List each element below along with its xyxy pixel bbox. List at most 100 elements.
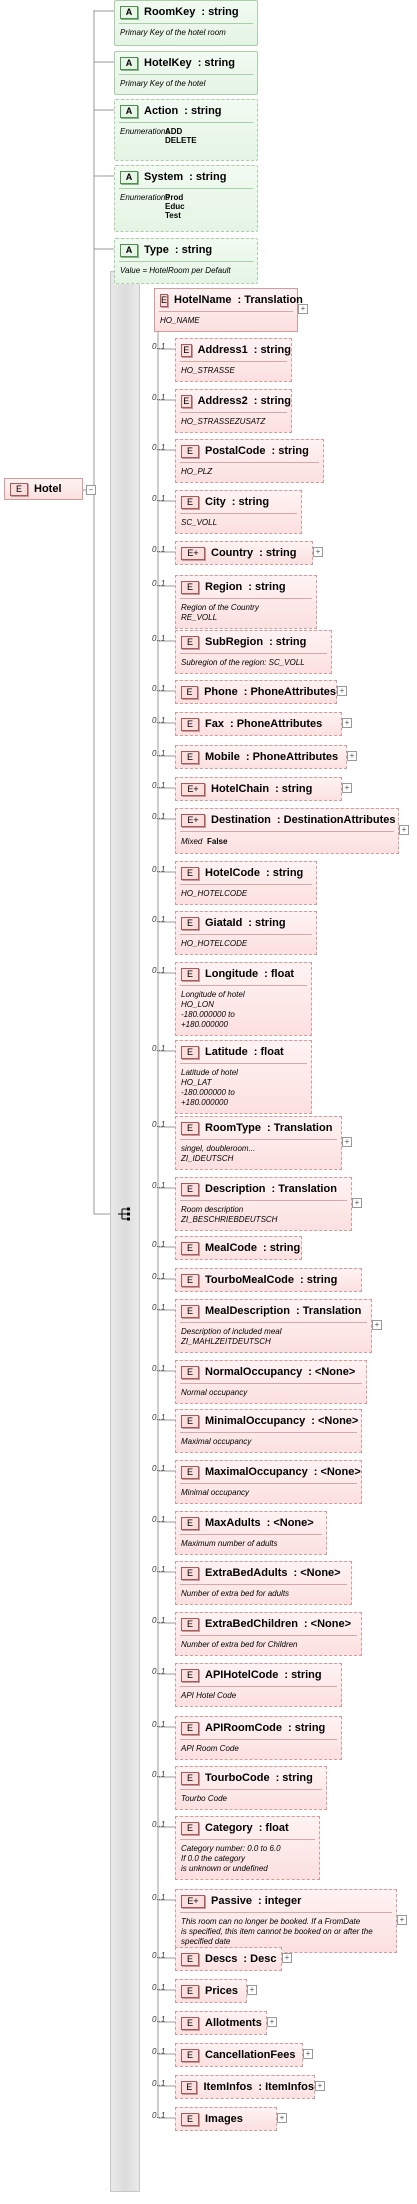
expand-icon[interactable]: +	[247, 1985, 257, 1995]
expand-icon[interactable]: +	[372, 1320, 382, 1330]
separator	[180, 513, 297, 514]
cardinality-label: 0..1	[152, 1820, 166, 1829]
collapse-icon[interactable]: −	[86, 485, 96, 495]
description-line: HO_HOTELCODE	[181, 939, 248, 948]
description-line: -180.000000 to	[181, 1088, 235, 1097]
expand-icon[interactable]: +	[313, 547, 323, 557]
mixed-label: Mixed	[181, 837, 203, 846]
expand-icon[interactable]: +	[267, 2017, 277, 2027]
separator	[180, 1483, 357, 1484]
expand-icon[interactable]: +	[342, 718, 352, 728]
element-badge: E	[181, 580, 199, 594]
element-name: Prices	[205, 1985, 239, 1997]
expand-icon[interactable]: +	[303, 2049, 313, 2059]
cardinality-label: 0..1	[152, 1240, 166, 1249]
attribute-type: : string	[189, 171, 227, 183]
element-header: E+Destination: DestinationAttributes	[176, 809, 398, 831]
description-line: Maximal occupancy	[181, 1437, 252, 1446]
element-badge: E	[181, 495, 199, 509]
enumerations-label: Enumerations	[120, 127, 170, 136]
expand-icon[interactable]: +	[282, 1953, 292, 1963]
expand-icon[interactable]: +	[298, 304, 308, 314]
expand-icon[interactable]: +	[397, 1915, 407, 1925]
element-name: Category	[205, 1822, 253, 1834]
description-line: API Room Code	[181, 1744, 239, 1753]
attribute-name: Type	[144, 244, 169, 256]
expand-icon[interactable]: +	[399, 825, 409, 835]
expand-icon[interactable]: +	[347, 751, 357, 761]
attribute-badge: A	[120, 104, 138, 118]
expand-icon[interactable]: +	[352, 1198, 362, 1208]
element-type: : string	[275, 783, 313, 795]
attribute-type: : string	[201, 6, 239, 18]
enumeration-value: ADD	[165, 127, 183, 136]
element-country[interactable]: E+Country: string	[175, 541, 313, 565]
element-name: Address1	[197, 344, 248, 356]
element-type: : string	[253, 344, 291, 356]
separator	[180, 1432, 357, 1433]
root-element-name: Hotel	[34, 483, 62, 495]
element-badge: E	[181, 1821, 199, 1835]
attribute-name: HotelKey	[144, 57, 192, 69]
element-type: : <None>	[266, 1517, 314, 1529]
element-name: Passive	[211, 1895, 252, 1907]
element-badge: E	[181, 866, 199, 880]
expand-icon[interactable]: +	[342, 783, 352, 793]
attribute-type: : string	[197, 57, 235, 69]
element-type: : <None>	[293, 1567, 341, 1579]
expand-icon[interactable]: +	[277, 2113, 287, 2123]
root-element-hotel[interactable]: E Hotel	[4, 478, 83, 500]
expand-icon[interactable]: +	[315, 2081, 325, 2091]
expand-icon[interactable]: +	[342, 1137, 352, 1147]
element-hotelchain[interactable]: E+HotelChain: string	[175, 777, 342, 801]
expand-icon[interactable]: +	[337, 686, 347, 696]
separator	[180, 1739, 337, 1740]
